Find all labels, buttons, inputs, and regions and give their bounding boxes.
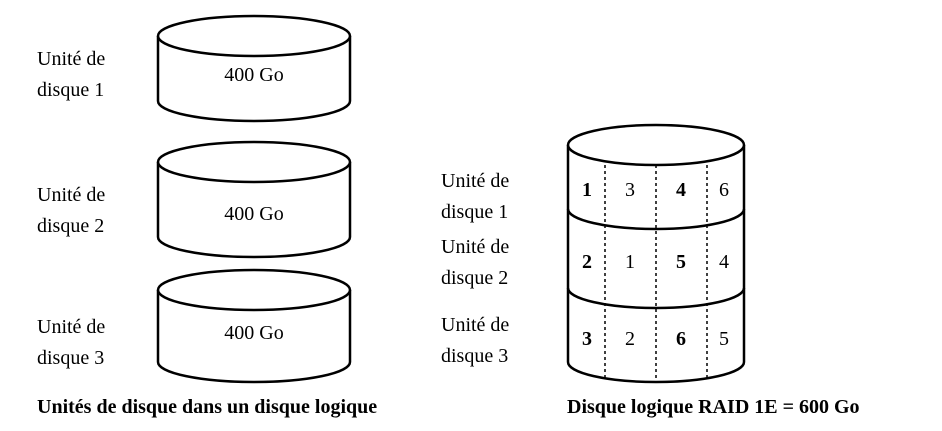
left-caption: Unités de disque dans un disque logique [37,396,378,418]
right-row-3-label: Unité de disque 3 [441,314,510,367]
right-caption: Disque logique RAID 1E = 600 Go [567,396,860,418]
raid-cell-r1-c3: 4 [676,179,686,201]
raid-cell-r3-c4: 5 [719,328,729,350]
raid-cylinder [566,123,746,384]
left-disk-1-label: Unité de disque 1 [37,48,106,101]
raid-cell-r2-c1: 2 [582,251,592,273]
raid-cell-r2-c4: 4 [719,251,729,273]
raid-cell-r2-c3: 5 [676,251,686,273]
raid-cell-r3-c3: 6 [676,328,686,350]
left-disk-2-label: Unité de disque 2 [37,184,106,237]
left-disk-1-cylinder [156,14,352,123]
left-disk-1-capacity: 400 Go [224,64,283,86]
raid-cell-r1-c2: 3 [625,179,635,201]
right-row-1-label: Unité de disque 1 [441,170,510,223]
raid-cell-r2-c2: 1 [625,251,635,273]
raid-cell-r3-c2: 2 [625,328,635,350]
raid-cell-r3-c1: 3 [582,328,592,350]
raid-cell-r1-c1: 1 [582,179,592,201]
left-disk-2-cylinder [156,140,352,259]
left-disk-3-label: Unité de disque 3 [37,316,106,369]
raid-column-dividers [604,165,708,382]
left-disk-3-cylinder [156,268,352,384]
raid-row-divider-2 [566,287,746,310]
raid-row-divider-1 [566,208,746,231]
left-disk-3-capacity: 400 Go [224,322,283,344]
raid-cell-r1-c4: 6 [719,179,729,201]
right-row-2-label: Unité de disque 2 [441,236,510,289]
left-disk-2-capacity: 400 Go [224,203,283,225]
